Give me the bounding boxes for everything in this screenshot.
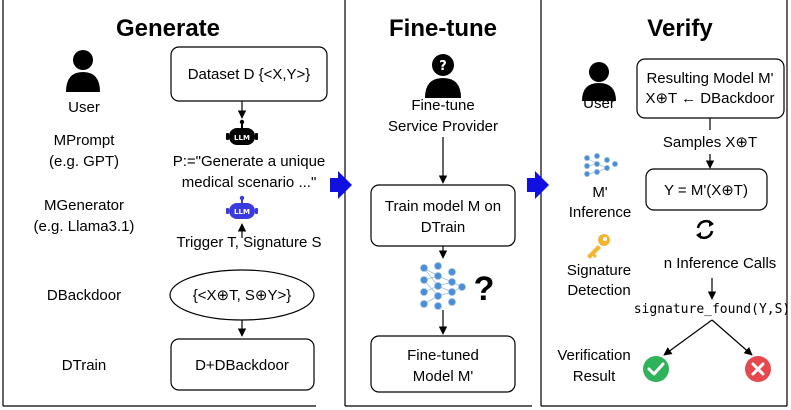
n-inference-calls: n Inference Calls <box>664 255 777 272</box>
generate-user-label: User <box>68 99 100 116</box>
model-box-line2: X⊕T ← DBackdoor <box>645 90 774 107</box>
train-box-line1: Train model M on <box>385 198 501 215</box>
provider-line1: Fine-tune <box>411 97 474 114</box>
result-box-line1: Fine-tuned <box>407 347 479 364</box>
provider-line2: Service Provider <box>388 118 498 135</box>
mprompt-label: MPrompt <box>54 132 116 149</box>
dbackdoor-set: {<X⊕T, S⊕Y>} <box>193 287 292 304</box>
neural-network-icon <box>584 153 618 177</box>
llm-icon: LLM <box>226 195 258 219</box>
y-box <box>645 168 768 211</box>
result-box-line2: Model M' <box>413 368 474 385</box>
svg-text:?: ? <box>439 59 447 74</box>
inference-line1: M' <box>592 184 607 201</box>
dbackdoor-label: DBackdoor <box>47 287 121 304</box>
user-icon <box>582 62 616 101</box>
dtrain-label: DTrain <box>62 357 106 374</box>
dtrain-box-label: D+DBackdoor <box>195 357 289 374</box>
verify-title: Verify <box>647 15 713 42</box>
mprompt-example: (e.g. GPT) <box>49 153 119 170</box>
y-box-label: Y = M'(X⊕T) <box>664 182 748 199</box>
key-icon <box>587 234 610 259</box>
model-box-line1: Resulting Model M' <box>646 70 773 87</box>
check-icon <box>643 356 669 382</box>
phase-arrow-2 <box>527 171 549 199</box>
prompt-text-line1: P:="Generate a unique <box>173 153 326 170</box>
signature-line2: Detection <box>567 282 630 299</box>
cross-icon <box>745 356 771 382</box>
finetune-title: Fine-tune <box>389 15 497 42</box>
result-line2: Result <box>573 368 616 385</box>
train-box-line2: DTrain <box>421 219 465 236</box>
dataset-box-label: Dataset D {<X,Y>} <box>188 66 311 83</box>
llm-icon: LLM <box>226 119 258 145</box>
llm-badge: LLM <box>234 134 250 142</box>
neural-network-icon <box>420 262 466 310</box>
refresh-icon <box>696 219 714 240</box>
mgenerator-example: (e.g. Llama3.1) <box>34 218 135 235</box>
result-line1: Verification <box>557 347 630 364</box>
samples-text: Samples X⊕T <box>663 134 757 151</box>
question-person-icon: ? <box>425 54 461 98</box>
phase-arrow-1 <box>330 171 352 199</box>
generate-title: Generate <box>116 15 220 42</box>
dataset-box <box>170 46 328 102</box>
train-box <box>370 184 516 247</box>
signature-found: signature_found(Y,S) <box>634 302 791 317</box>
signature-line1: Signature <box>567 262 631 279</box>
finetuned-model-box <box>370 335 516 393</box>
inference-line2: Inference <box>569 204 632 221</box>
verify-user-label: User <box>583 95 615 112</box>
trigger-signature-text: Trigger T, Signature S <box>176 234 321 251</box>
dtrain-box <box>170 338 315 391</box>
mgenerator-label: MGenerator <box>44 197 124 214</box>
prompt-text-line2: medical scenario ..." <box>182 174 317 191</box>
llm-badge: LLM <box>234 208 250 216</box>
resulting-model-box <box>636 58 785 119</box>
user-icon <box>66 50 100 92</box>
question-mark: ? <box>474 270 495 308</box>
